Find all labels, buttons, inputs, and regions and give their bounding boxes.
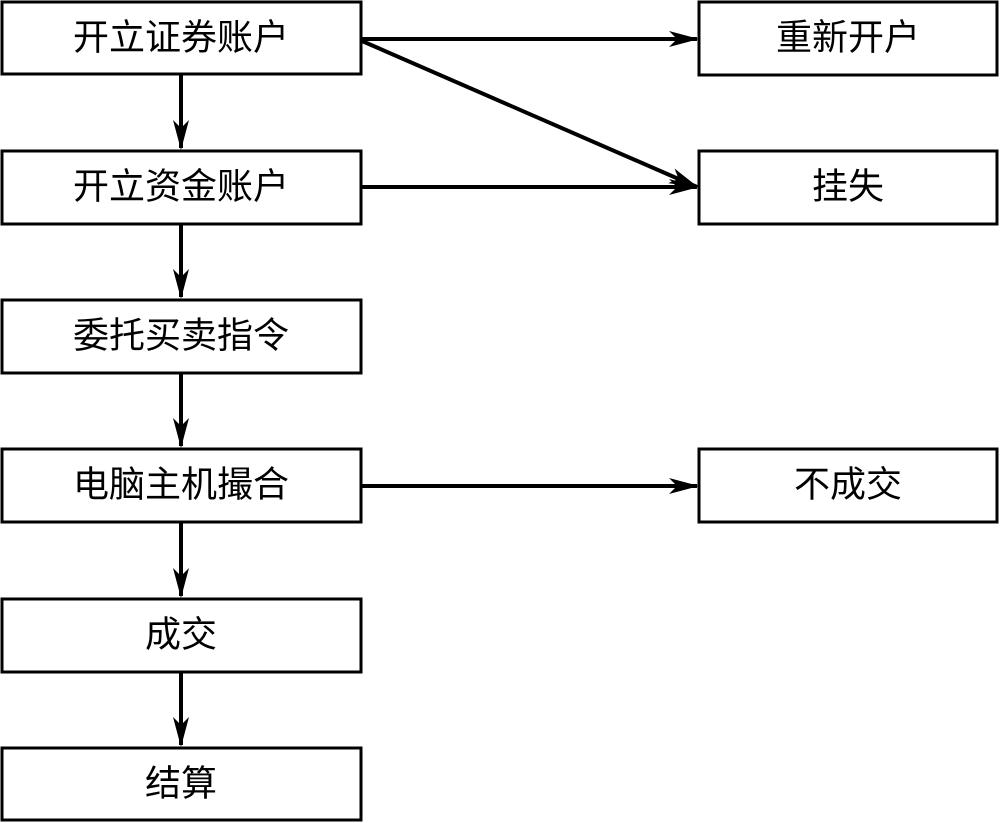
node-label: 结算 <box>145 764 217 805</box>
node-label: 挂失 <box>812 167 884 208</box>
node-entrust-order: 委托买卖指令 <box>0 298 363 375</box>
node-label: 成交 <box>145 615 217 656</box>
node-label: 重新开户 <box>776 18 920 59</box>
node-label: 委托买卖指令 <box>73 316 289 357</box>
node-reopen-account: 重新开户 <box>697 0 999 77</box>
node-settlement: 结算 <box>0 746 363 822</box>
node-label: 开立资金账户 <box>73 167 289 208</box>
node-open-securities-account: 开立证券账户 <box>0 0 363 76</box>
node-computer-matching: 电脑主机撮合 <box>0 447 363 524</box>
node-report-loss: 挂失 <box>697 149 999 226</box>
node-label: 开立证券账户 <box>73 18 289 59</box>
node-no-deal: 不成交 <box>697 447 999 524</box>
edge-securities-to-report-loss <box>361 39 699 189</box>
node-deal: 成交 <box>0 597 363 674</box>
node-label: 不成交 <box>794 465 902 506</box>
node-label: 电脑主机撮合 <box>73 465 289 506</box>
node-open-fund-account: 开立资金账户 <box>0 149 363 226</box>
